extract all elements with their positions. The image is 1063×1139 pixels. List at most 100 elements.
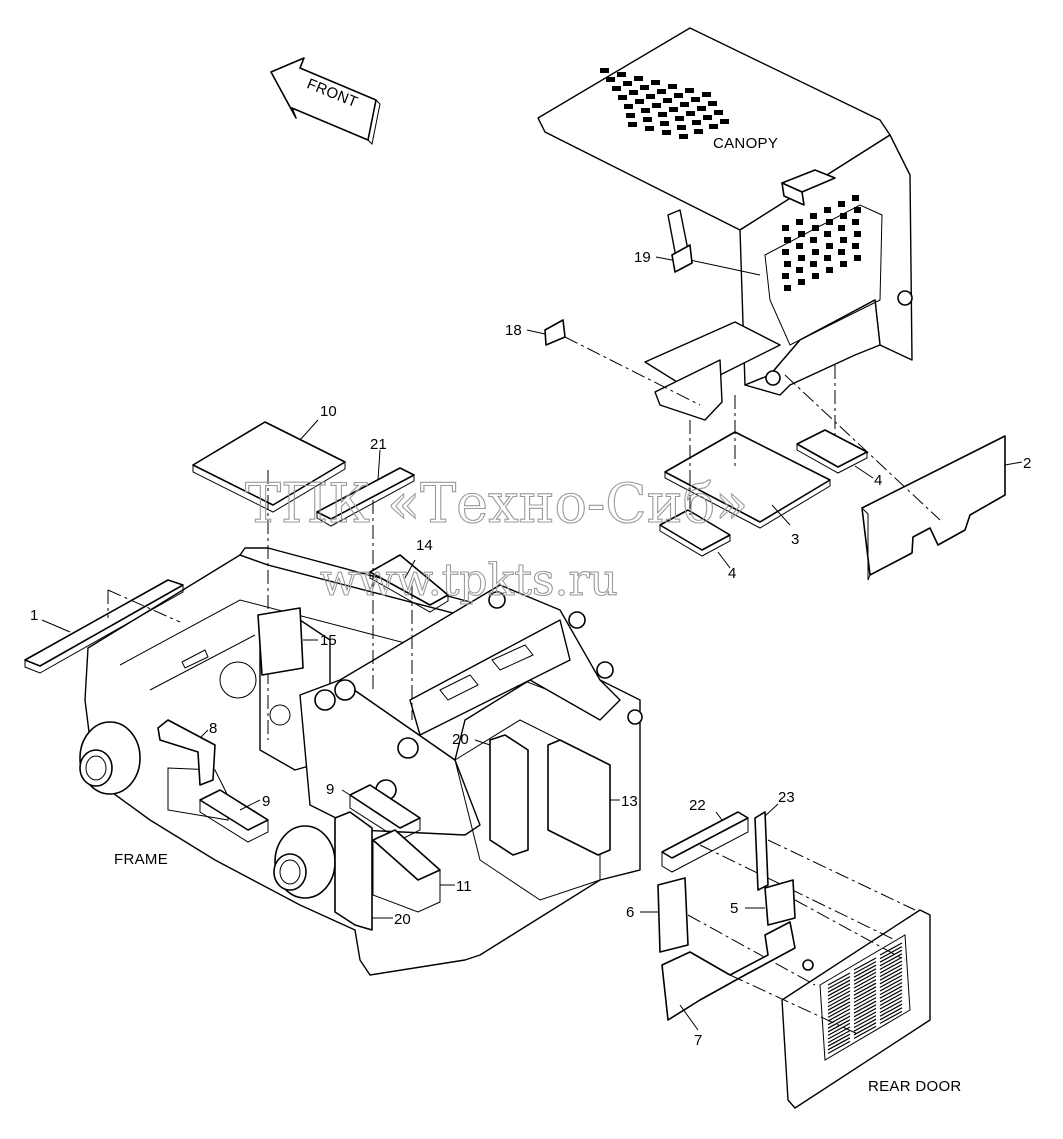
part-10-pad: 10 — [192, 403, 346, 740]
vent-slot — [640, 85, 649, 90]
vent-slot — [668, 84, 677, 89]
vent-louver — [853, 1004, 877, 1018]
callout-20-front: 20 — [394, 911, 411, 928]
vent-slot — [662, 130, 671, 135]
vent-slot — [782, 225, 789, 231]
vent-slot — [840, 261, 847, 267]
vent-louver — [827, 1001, 851, 1015]
vent-louver — [853, 1015, 877, 1029]
vent-slot — [680, 102, 689, 107]
vent-slot — [854, 231, 861, 237]
vent-slot — [658, 112, 667, 117]
vent-louver — [827, 1008, 851, 1022]
vent-louver — [853, 1025, 877, 1039]
part-2-panel: 2 — [784, 374, 1031, 581]
vent-slot — [612, 86, 621, 91]
vent-louver — [853, 1022, 877, 1036]
vent-louver — [853, 968, 877, 982]
vent-slot — [643, 117, 652, 122]
part-13-pad: 13 — [547, 739, 638, 856]
part-21-strip: 21 — [316, 436, 415, 690]
vent-slot — [810, 261, 817, 267]
vent-louver — [827, 1004, 851, 1018]
vent-slot — [617, 72, 626, 77]
vent-louver — [853, 989, 877, 1003]
vent-louver — [879, 956, 903, 970]
callout-7: 7 — [694, 1032, 702, 1049]
callout-22: 22 — [689, 797, 706, 814]
canopy-side-vents — [782, 195, 861, 291]
vent-louver — [827, 990, 851, 1004]
vent-louver — [879, 942, 903, 956]
vent-louver — [853, 986, 877, 1000]
vent-slot — [838, 249, 845, 255]
callout-20-rear: 20 — [452, 731, 469, 748]
vent-slot — [674, 93, 683, 98]
vent-slot — [651, 80, 660, 85]
callout-11: 11 — [456, 878, 472, 895]
part-19-pad: 19 — [634, 244, 693, 273]
vent-slot — [606, 77, 615, 82]
vent-louver — [853, 1007, 877, 1021]
vent-slot — [826, 267, 833, 273]
rear-door-label: REAR DOOR — [868, 1078, 962, 1095]
vent-louver — [879, 985, 903, 999]
vent-louver — [879, 953, 903, 967]
callout-5: 5 — [730, 900, 738, 917]
callout-23: 23 — [778, 789, 795, 806]
part-7-pad: 7 — [661, 921, 861, 1049]
vent-slot — [824, 255, 831, 261]
vent-slot — [854, 207, 861, 213]
part-1-strip: 1 — [24, 579, 184, 674]
vent-louver — [879, 996, 903, 1010]
callout-10: 10 — [320, 403, 337, 420]
vent-slot — [852, 243, 859, 249]
vent-louver — [853, 964, 877, 978]
vent-louver — [879, 982, 903, 996]
vent-slot — [824, 207, 831, 213]
vent-slot — [629, 90, 638, 95]
part-5-pad: 5 — [730, 879, 906, 961]
canopy-label: CANOPY — [713, 135, 778, 152]
callout-19: 19 — [634, 249, 651, 266]
vent-slot — [703, 115, 712, 120]
vent-slot — [854, 255, 861, 261]
part-11-pad: 11 — [372, 829, 472, 913]
vent-louver — [879, 1000, 903, 1014]
vent-slot — [714, 110, 723, 115]
vent-slot — [660, 121, 669, 126]
vent-louver — [853, 1000, 877, 1014]
vent-slot — [686, 111, 695, 116]
vent-slot — [826, 243, 833, 249]
callout-4-right: 4 — [874, 472, 882, 489]
vent-slot — [641, 108, 650, 113]
vent-louver — [853, 971, 877, 985]
vent-slot — [697, 106, 706, 111]
canopy-roof-vents — [600, 68, 729, 139]
vent-louver — [879, 1003, 903, 1017]
vent-louver — [853, 1018, 877, 1032]
part-18-pad: 18 — [505, 319, 701, 406]
vent-slot — [679, 134, 688, 139]
vent-slot — [709, 124, 718, 129]
vent-louver — [853, 982, 877, 996]
callout-13: 13 — [621, 793, 638, 810]
vent-louver — [879, 960, 903, 974]
part-23-strip: 23 — [754, 789, 916, 911]
vent-slot — [626, 113, 635, 118]
vent-louver — [827, 1033, 851, 1047]
vent-slot — [838, 225, 845, 231]
watermark: ТПК «Техно-Сиб» www.tpkts.ru — [244, 471, 748, 606]
vent-louver — [879, 992, 903, 1006]
vent-slot — [812, 225, 819, 231]
vent-slot — [810, 213, 817, 219]
vent-slot — [685, 88, 694, 93]
vent-slot — [824, 231, 831, 237]
part-14-strip: 14 — [369, 537, 449, 720]
vent-slot — [600, 68, 609, 73]
vent-slot — [720, 119, 729, 124]
vent-slot — [646, 94, 655, 99]
callout-6: 6 — [626, 904, 634, 921]
vent-slot — [624, 104, 633, 109]
